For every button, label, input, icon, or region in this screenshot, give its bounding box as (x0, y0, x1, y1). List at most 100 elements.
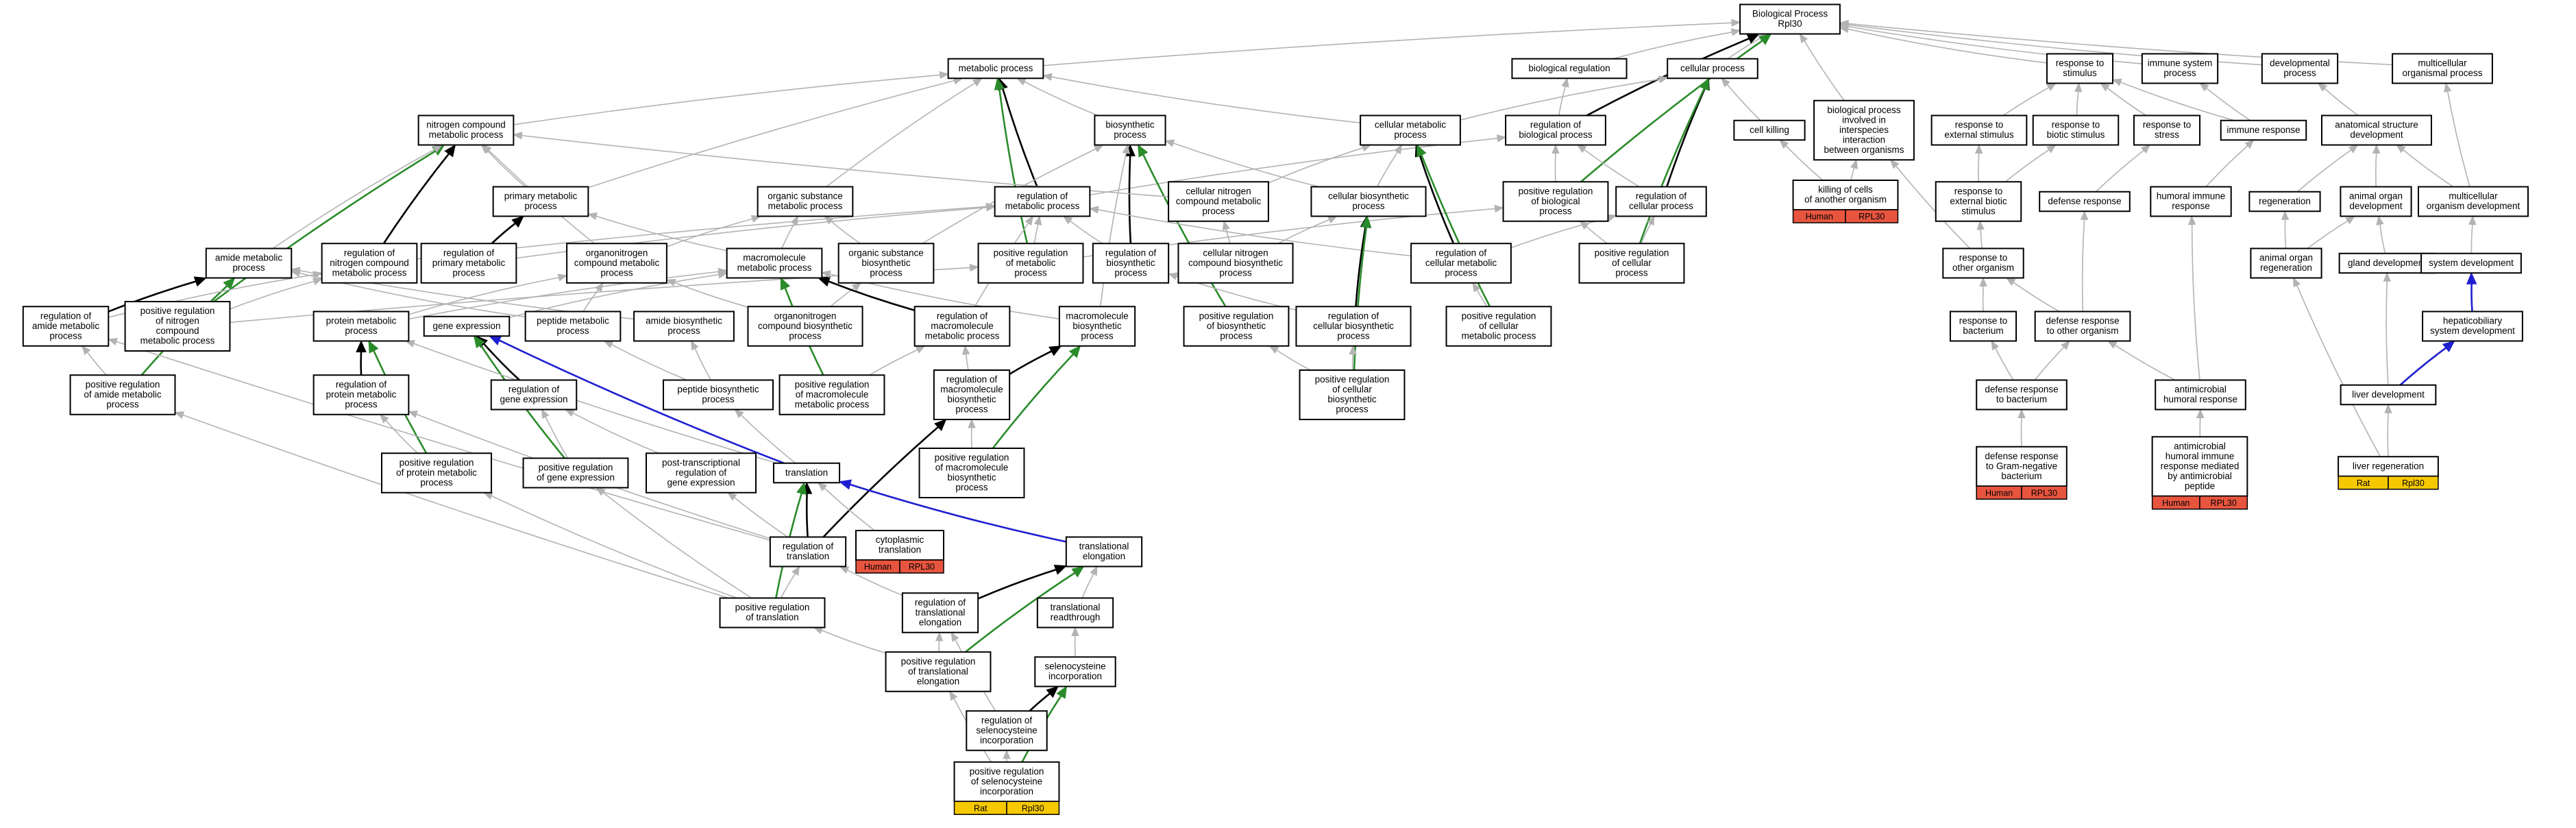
go-term-label-line: process (524, 201, 557, 211)
go-term-node[interactable]: regeneration (2248, 191, 2321, 212)
go-term-label-line: biosynthetic (1072, 321, 1122, 331)
edge-is-a (935, 631, 944, 653)
go-term-node[interactable]: liver development (2340, 384, 2437, 406)
go-term-node[interactable]: biological regulation (1511, 58, 1628, 80)
go-term-node[interactable]: defense response (2039, 191, 2131, 212)
annotation-gene-cell (2021, 485, 2068, 500)
go-term-node[interactable]: gene expression (423, 315, 511, 337)
go-term-node[interactable]: translation (772, 462, 841, 484)
go-term-node[interactable]: cellular process (1667, 58, 1758, 80)
go-term-node[interactable]: metabolic process (947, 58, 1044, 80)
go-term-node[interactable]: system development (2420, 252, 2522, 274)
edge-line (1639, 88, 1706, 244)
go-term-node[interactable]: immune response (2220, 119, 2307, 141)
edge-arrowhead (1093, 144, 1104, 153)
go-term-node[interactable]: gland development (2338, 252, 2436, 274)
go-term-node[interactable]: cell killing (1733, 119, 1806, 141)
go-term-label-line: nitrogen compound (426, 120, 506, 130)
